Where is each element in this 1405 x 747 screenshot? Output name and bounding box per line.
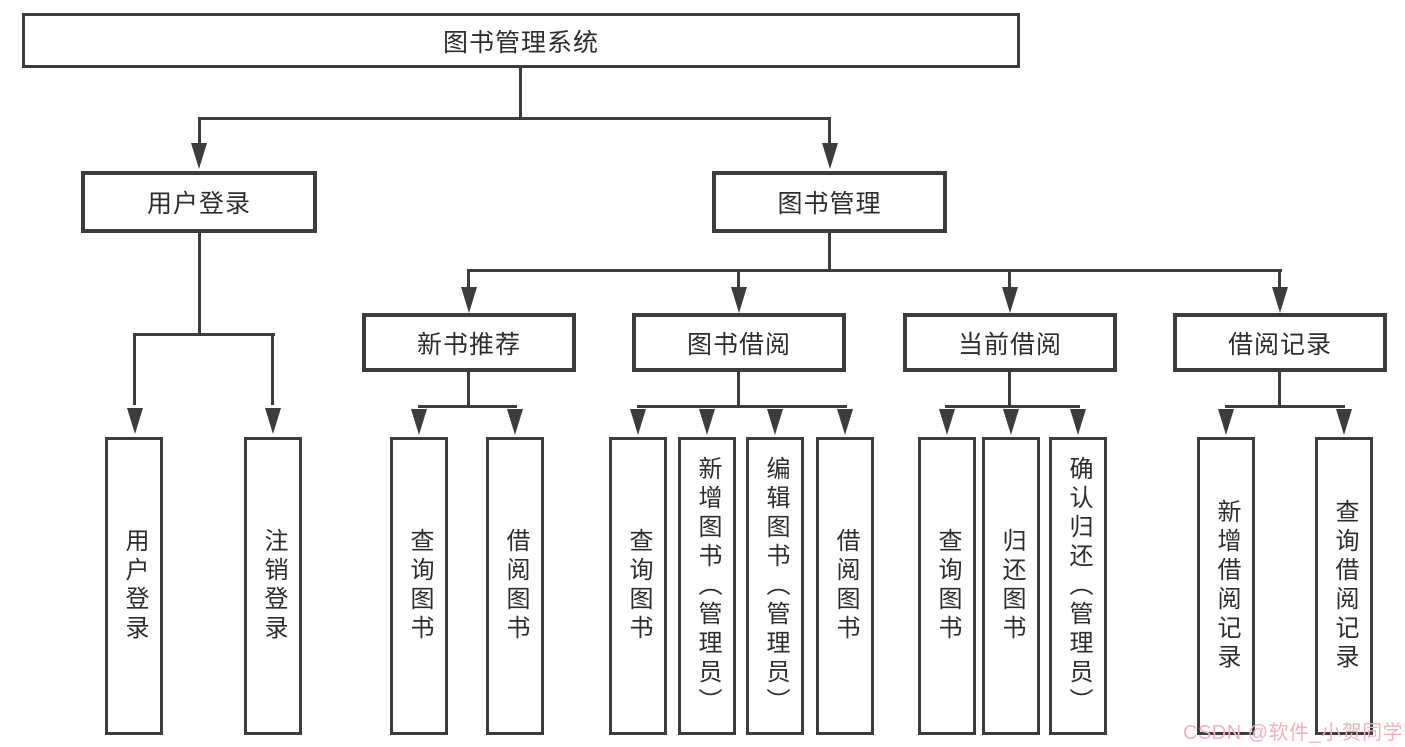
node-leaf-edit-book-admin: 编辑图书（管理员） xyxy=(746,437,804,735)
node-label: 当前借阅 xyxy=(957,330,1062,359)
connector-drop-book-management xyxy=(828,117,831,145)
node-label: 查询图书 xyxy=(625,528,652,644)
connector-drop-leaf-user-login xyxy=(133,333,136,405)
connector-borrow-records-stem xyxy=(1278,370,1281,407)
connector-drop-current-borrow xyxy=(1008,269,1011,289)
arrow-down-icon xyxy=(127,408,143,434)
connector-drop-user-login xyxy=(198,117,201,145)
arrow-down-icon xyxy=(461,287,477,313)
connector-book-management-bar xyxy=(468,269,1282,272)
node-label: 新增图书（管理员） xyxy=(694,455,721,717)
connector-current-borrow-stem xyxy=(1008,370,1011,407)
node-leaf-logout: 注销登录 xyxy=(244,437,302,735)
arrow-down-icon xyxy=(767,409,783,435)
node-leaf-confirm-return-admin: 确认归还（管理员） xyxy=(1049,437,1107,735)
connector-drop-new-book-recommend xyxy=(467,269,470,289)
arrow-down-icon xyxy=(411,409,427,435)
node-leaf-query-book-borrow: 查询图书 xyxy=(609,437,667,735)
node-leaf-query-book-current: 查询图书 xyxy=(918,437,976,735)
connector-user-login-stem xyxy=(198,233,201,335)
node-label: 用户登录 xyxy=(146,190,251,218)
node-label: 借阅记录 xyxy=(1227,330,1332,359)
arrow-down-icon xyxy=(1002,287,1018,313)
connector-root-bar xyxy=(198,117,831,120)
connector-book-borrow-stem xyxy=(737,370,740,407)
node-leaf-query-borrow-record: 查询借阅记录 xyxy=(1315,437,1373,735)
node-label: 注销登录 xyxy=(260,528,287,644)
node-library-system: 图书管理系统 xyxy=(22,13,1020,68)
connector-root-stem xyxy=(519,66,522,120)
node-leaf-borrow-book-recommend: 借阅图书 xyxy=(486,437,544,735)
node-book-borrow: 图书借阅 xyxy=(632,313,846,372)
node-label: 查询图书 xyxy=(934,528,961,644)
arrow-down-icon xyxy=(265,408,281,434)
node-leaf-add-borrow-record: 新增借阅记录 xyxy=(1197,437,1255,735)
node-label: 编辑图书（管理员） xyxy=(762,455,789,717)
node-user-login: 用户登录 xyxy=(81,171,317,233)
node-current-borrow: 当前借阅 xyxy=(903,313,1117,372)
arrow-down-icon xyxy=(822,143,838,169)
node-leaf-add-book-admin: 新增图书（管理员） xyxy=(678,437,736,735)
node-label: 新书推荐 xyxy=(416,330,521,359)
arrow-down-icon xyxy=(939,409,955,435)
arrow-down-icon xyxy=(1070,409,1086,435)
node-new-book-recommend: 新书推荐 xyxy=(362,313,576,372)
connector-user-login-bar xyxy=(133,333,275,336)
arrow-down-icon xyxy=(1218,409,1234,435)
arrow-down-icon xyxy=(1003,409,1019,435)
arrow-down-icon xyxy=(1336,409,1352,435)
connector-current-borrow-bar xyxy=(945,405,1080,408)
node-label: 图书借阅 xyxy=(686,330,791,359)
node-label: 借阅图书 xyxy=(832,528,859,644)
connector-book-borrow-bar xyxy=(637,405,847,408)
connector-drop-book-borrow xyxy=(737,269,740,289)
node-leaf-borrow-book: 借阅图书 xyxy=(816,437,874,735)
arrow-down-icon xyxy=(507,409,523,435)
arrow-down-icon xyxy=(731,287,747,313)
arrow-down-icon xyxy=(630,409,646,435)
node-leaf-query-book-recommend: 查询图书 xyxy=(390,437,448,735)
arrow-down-icon xyxy=(191,143,207,169)
node-label: 查询图书 xyxy=(406,528,433,644)
node-label: 用户登录 xyxy=(121,528,148,644)
connector-new-book-recommend-bar xyxy=(418,405,517,408)
node-leaf-user-login: 用户登录 xyxy=(105,437,163,735)
node-label: 确认归还（管理员） xyxy=(1065,455,1092,717)
watermark: CSDN @软件_小贺同学 xyxy=(1183,722,1404,744)
node-label: 新增借阅记录 xyxy=(1213,499,1240,673)
connector-borrow-records-bar xyxy=(1225,405,1345,408)
node-leaf-return-book: 归还图书 xyxy=(982,437,1040,735)
connector-book-management-stem xyxy=(828,233,831,272)
node-label: 图书管理 xyxy=(777,190,882,218)
arrow-down-icon xyxy=(699,409,715,435)
node-label: 图书管理系统 xyxy=(442,28,599,57)
node-borrow-records: 借阅记录 xyxy=(1173,313,1387,372)
arrow-down-icon xyxy=(1272,287,1288,313)
node-label: 归还图书 xyxy=(998,528,1025,644)
node-book-management: 图书管理 xyxy=(712,171,947,233)
connector-drop-borrow-records xyxy=(1278,269,1281,289)
connector-drop-leaf-logout xyxy=(271,333,274,405)
arrow-down-icon xyxy=(837,409,853,435)
connector-new-book-recommend-stem xyxy=(467,370,470,407)
node-label: 查询借阅记录 xyxy=(1331,499,1358,673)
node-label: 借阅图书 xyxy=(502,528,529,644)
